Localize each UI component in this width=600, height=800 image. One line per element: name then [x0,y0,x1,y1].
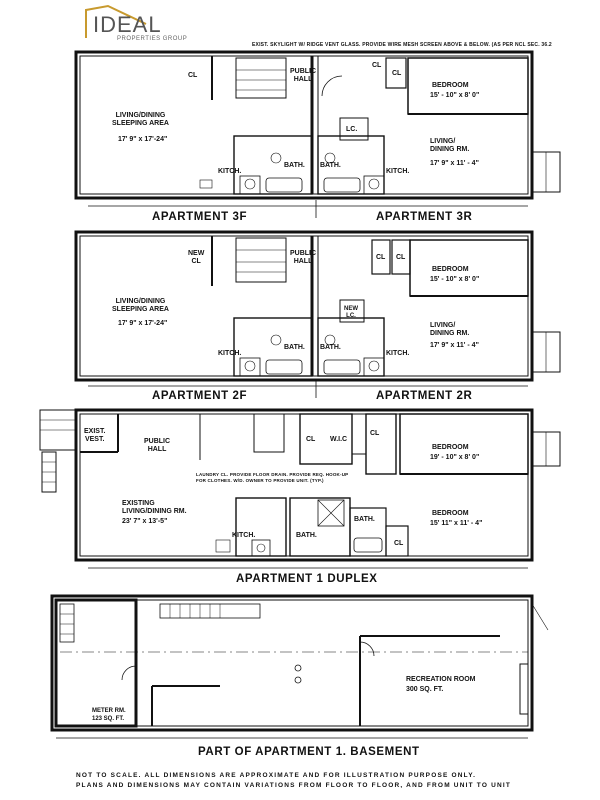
f3-living-r-label: LIVING/ DINING RM. [430,138,470,153]
f3-kitchen-left: KITCH. [218,168,242,175]
apartment-3r-title: APARTMENT 3R [376,211,473,223]
meter-room-label: METER RM. [92,708,126,714]
f1-bath-top: BATH. [354,516,375,523]
f3-bedroom-label: BEDROOM [432,82,469,89]
disclaimer-line-2: PLANS AND DIMENSIONS MAY CONTAIN VARIATI… [76,782,512,789]
recreation-room-size: 300 SQ. FT. [406,686,444,693]
meter-room-size: 123 SQ. FT. [92,716,125,722]
f2-new-linen-closet: NEW LC. [344,306,358,319]
f1-kitchen: KITCH. [232,532,256,539]
f2-bath-left: BATH. [284,344,305,351]
f2-public-hall: PUBLIC HALL [290,250,317,265]
f3-bath-left: BATH. [284,162,305,169]
f3-living-dim: 17' 9" x 17'-24" [118,136,168,143]
f2-bedroom-dim: 15' - 10" x 8' 0" [430,276,480,283]
f3-linen-closet: LC. [346,126,358,133]
f3-closet-b: CL [392,70,402,77]
f2-closet-a: CL [376,254,386,261]
floor-1-plan [39,408,561,562]
f1-bedroom1-dim: 19' - 10" x 8' 0" [430,454,480,461]
ideal-logo: IDEAL PROPERTIES GROUP [78,4,198,46]
recreation-room-label: RECREATION ROOM [406,676,476,683]
logo-subtitle: PROPERTIES GROUP [117,36,188,42]
floor-2-plan [74,230,561,382]
disclaimer-line-1: NOT TO SCALE. ALL DIMENSIONS ARE APPROXI… [76,772,477,779]
f3-public-hall: PUBLIC HALL [290,68,317,83]
f1-bedroom2-dim: 15' 11" x 11' - 4" [430,520,483,527]
f2-new-closet: NEW CL [188,250,205,265]
apartment-1-duplex-title: APARTMENT 1 DUPLEX [236,573,378,585]
f3-living-r-dim: 17' 9" x 11' - 4" [430,160,479,167]
f1-bedroom1-label: BEDROOM [432,444,469,451]
f1-closet-a: CL [306,436,316,443]
f2-kitchen-left: KITCH. [218,350,242,357]
skylight-note: EXIST. SKYLIGHT W/ RIDGE VENT GLASS. PRO… [252,42,552,48]
apartment-2f-title: APARTMENT 2F [152,390,248,402]
f2-kitchen-right: KITCH. [386,350,410,357]
f3-living-label: LIVING/DINING SLEEPING AREA [112,112,169,127]
f2-bedroom-label: BEDROOM [432,266,469,273]
f2-living-r-label: LIVING/ DINING RM. [430,322,470,337]
logo-house-icon [85,4,147,38]
f2-closet-b: CL [396,254,406,261]
f3-bath-right: BATH. [320,162,341,169]
f1-exist-vest: EXIST. VEST. [84,428,106,443]
f1-closet-c: CL [394,540,404,547]
apartment-2r-title: APARTMENT 2R [376,390,473,402]
f1-living-label: EXISTING LIVING/DINING RM. [122,500,187,515]
f3-bedroom-dim: 15' - 10" x 8' 0" [430,92,480,99]
apartment-3f-title: APARTMENT 3F [152,211,248,223]
f3-closet-a: CL [372,62,382,69]
f1-walk-in-closet: W.I.C [330,436,348,443]
f1-public-hall: PUBLIC HALL [144,438,171,453]
basement-plan [50,594,549,732]
f2-living-dim: 17' 9" x 17'-24" [118,320,168,327]
f1-closet-b: CL [370,430,380,437]
f2-bath-right: BATH. [320,344,341,351]
f2-living-label: LIVING/DINING SLEEPING AREA [112,298,169,313]
basement-title: PART OF APARTMENT 1. BASEMENT [198,746,420,758]
f2-living-r-dim: 17' 9" x 11' - 4" [430,342,479,349]
floor-3-plan [74,50,561,200]
f3-closet-left: CL [188,72,198,79]
logo-name: IDEAL [93,12,162,37]
f1-laundry-note: LAUNDRY CL. PROVIDE FLOOR DRAIN. PROVIDE… [196,472,349,483]
f1-bedroom2-label: BEDROOM [432,510,469,517]
f1-bath-left: BATH. [296,532,317,539]
f1-living-dim: 23' 7" x 13'-5" [122,518,168,525]
f3-kitchen-right: KITCH. [386,168,410,175]
